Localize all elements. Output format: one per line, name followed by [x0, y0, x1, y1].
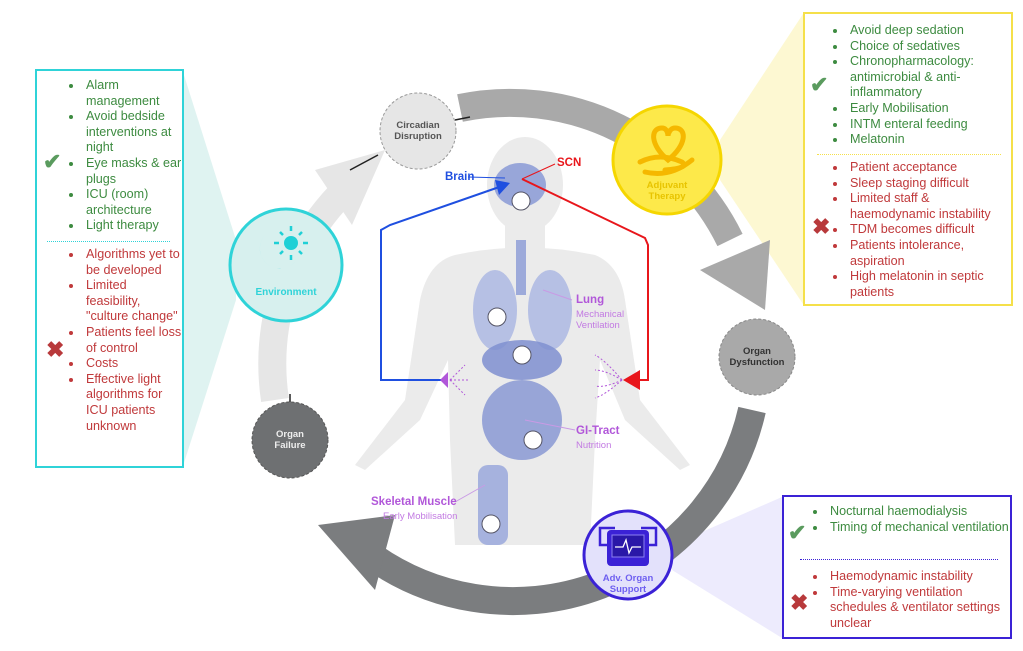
lung-sublabel: Ventilation: [576, 320, 620, 331]
list-item: Patients intolerance, aspiration: [833, 238, 1012, 269]
list-item: Melatonin: [833, 132, 1010, 148]
arrowhead-dysfunction: [700, 240, 770, 310]
node-environment: [228, 207, 344, 323]
node-organ-dysfunction: [718, 318, 796, 396]
environment-label: Environment: [255, 287, 317, 298]
list-item: Early Mobilisation: [833, 101, 1010, 117]
divider: [47, 241, 170, 242]
list-item: TDM becomes difficult: [833, 222, 1012, 238]
list-item: Chronopharmacology: antimicrobial & anti…: [833, 54, 1010, 101]
list-item: Timing of mechanical ventilation: [813, 519, 1009, 534]
list-item: ICU (room) architecture: [69, 187, 182, 218]
list-item: Avoid bedside interventions at night: [69, 109, 182, 156]
check-icon: ✔: [788, 520, 807, 545]
scn-output-arrow: [521, 178, 649, 381]
list-item: Time-varying ventilation schedules & ven…: [813, 585, 1010, 632]
list-item: Sleep staging difficult: [833, 176, 1012, 192]
clock-icons: [481, 191, 543, 534]
list-item: Haemodynamic instability: [813, 569, 1010, 585]
human-body: [355, 137, 690, 545]
adjuvant-fan: [720, 14, 803, 304]
support-fan: [672, 497, 782, 638]
skeletal-muscle-label: Skeletal Muscle: [371, 496, 457, 508]
lung-label: Lung: [576, 294, 605, 306]
cross-icon: ✖: [812, 214, 831, 239]
list-item: Patients feel loss of control: [69, 324, 182, 355]
organ-failure-label: Organ Failure: [274, 429, 306, 451]
divider: [800, 559, 998, 560]
monitor-icon: [598, 526, 658, 566]
cross-icon: ✖: [790, 590, 809, 615]
check-icon: ✔: [43, 149, 62, 174]
brain-feedback-arrow: [380, 184, 506, 381]
list-item: Nocturnal haemodialysis: [813, 504, 1010, 520]
skeletal-muscle-sublabel: Early Mobilisation: [383, 511, 458, 522]
list-item: INTM enteral feeding: [833, 117, 1010, 133]
node-organ-failure: [251, 401, 329, 479]
adjuvant-label: Adjuvant Therapy: [646, 180, 688, 202]
list-item: Effective light algorithms for ICU patie…: [69, 372, 182, 434]
list-item: Algorithms yet to be developed: [69, 247, 182, 278]
list-item: Limited feasibility, "culture change": [69, 278, 182, 325]
divider: [817, 154, 1001, 155]
gi-tract-label: GI-Tract: [576, 425, 620, 437]
list-item: Costs: [69, 356, 182, 372]
list-item: Light therapy: [69, 218, 182, 234]
list-item: Alarm management: [69, 78, 182, 109]
moon-sun-icon: [259, 226, 308, 269]
node-circadian: [379, 92, 457, 170]
cross-icon: ✖: [46, 337, 65, 362]
arrowhead-circadian: [315, 150, 385, 225]
scn-label: SCN: [557, 157, 582, 169]
list-item: High melatonin in septic patients: [833, 269, 1012, 300]
heart-hand-icon: [637, 125, 695, 176]
list-item: Eye masks & ear plugs: [69, 155, 182, 186]
cycle-arrow-top: [457, 88, 743, 247]
list-item: Patient acceptance: [833, 160, 1012, 176]
environment-fan: [183, 72, 236, 466]
arrowhead-failure: [318, 515, 395, 590]
organ-support-label: Adv. Organ Support: [602, 573, 654, 595]
lung-sublabel: Mechanical: [576, 309, 625, 320]
organ-dysfunction-label: Organ Dysfunction: [729, 346, 785, 368]
check-icon: ✔: [810, 72, 829, 97]
gi-tract-sublabel: Nutrition: [576, 440, 612, 451]
list-item: Avoid deep sedation: [833, 23, 1010, 39]
circadian-label: Circadian Disruption: [394, 120, 442, 142]
list-item: Choice of sedatives: [833, 39, 1010, 55]
brain-label: Brain: [445, 171, 475, 183]
list-item: Limited staff & haemodynamic instability: [833, 191, 1012, 222]
